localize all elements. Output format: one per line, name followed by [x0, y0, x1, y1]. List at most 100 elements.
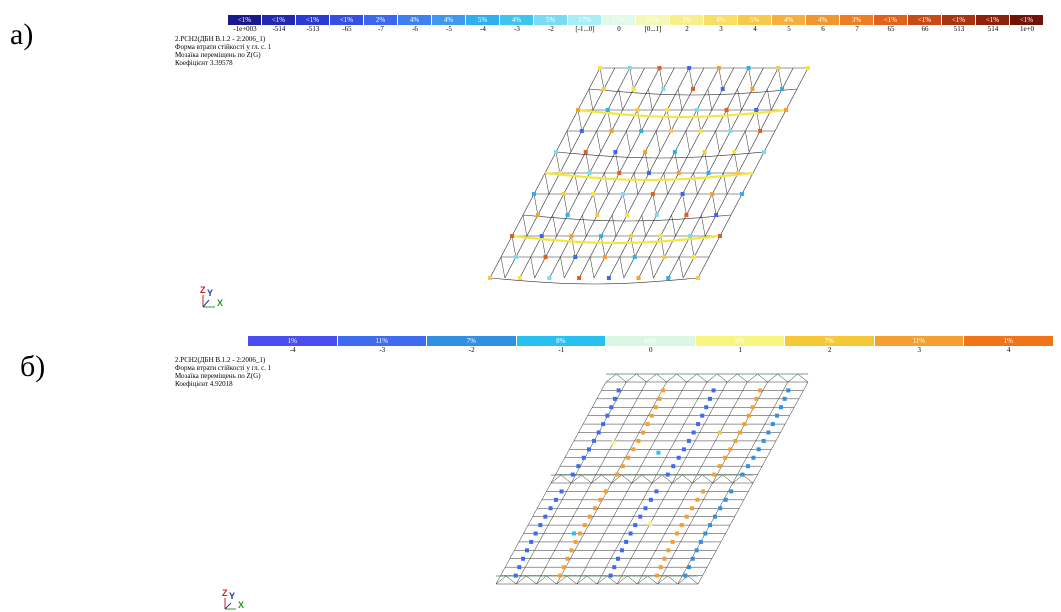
- mesh-truss: [787, 373, 809, 383]
- legend-entry: 11%3: [874, 336, 964, 355]
- legend-swatch: <1%: [330, 15, 364, 25]
- mesh-node: [695, 497, 700, 502]
- mesh-node: [686, 438, 691, 443]
- mesh-node: [690, 556, 695, 561]
- mesh-node: [591, 438, 596, 443]
- mesh-node: [666, 276, 671, 280]
- info-a-line-3: Мозаїка переміщень по Z(G): [175, 51, 261, 59]
- axis-z-label: Z: [222, 588, 228, 598]
- legend-entry: 3%7: [840, 15, 874, 34]
- mesh-line: [637, 109, 642, 132]
- mesh-node: [643, 506, 648, 511]
- mesh-node: [538, 523, 543, 528]
- mesh-node: [539, 234, 544, 238]
- legend-swatch: <1%: [262, 15, 296, 25]
- mesh-node: [632, 255, 637, 259]
- axis-arrows-icon: [202, 295, 215, 308]
- info-b-line-2: Форма втрати стійкості у гл. с. 1: [175, 364, 272, 372]
- mesh-node: [733, 438, 738, 443]
- mesh-node: [608, 573, 613, 578]
- legend-tick: 65: [887, 25, 895, 33]
- mesh-truss: [706, 373, 728, 383]
- mesh-node: [586, 447, 591, 452]
- mesh-line: [715, 130, 720, 153]
- legend-swatch: 4%: [500, 15, 534, 25]
- mesh-line: [522, 214, 528, 237]
- legend-tick: -2: [468, 346, 475, 354]
- info-b-line-3: Мозаїка переміщень по Z(G): [175, 372, 261, 380]
- mesh-node: [679, 523, 684, 528]
- mesh-line: [745, 130, 750, 153]
- legend-tick: 66: [921, 25, 929, 33]
- mesh-node: [598, 497, 603, 502]
- mesh-line: [593, 193, 598, 216]
- mesh-node: [700, 413, 705, 418]
- mesh-node: [513, 255, 518, 259]
- mesh-node: [572, 531, 576, 536]
- mesh-node: [780, 87, 785, 91]
- mesh-node: [717, 464, 722, 469]
- mesh-node: [691, 430, 696, 435]
- mesh-line: [778, 67, 783, 90]
- mesh-line: [500, 256, 506, 279]
- mesh-node: [543, 255, 548, 259]
- legend-entry: 4%6: [806, 15, 840, 34]
- mesh-line: [677, 88, 683, 111]
- mesh-node: [619, 548, 624, 553]
- mesh-line: [630, 235, 635, 258]
- legend-tick: 2: [685, 25, 689, 33]
- mesh-line: [712, 193, 717, 216]
- mesh-node: [631, 87, 636, 91]
- mesh-node: [786, 388, 791, 393]
- mesh-line: [588, 88, 594, 111]
- mesh-node: [698, 539, 703, 544]
- mesh-line: [671, 214, 676, 237]
- mesh-line: [633, 172, 639, 195]
- legend-tick: 4: [1007, 346, 1011, 354]
- mesh-line: [555, 151, 561, 174]
- mesh-node: [558, 573, 563, 578]
- mesh-node: [680, 192, 685, 196]
- legend-entry: 4%3: [704, 15, 738, 34]
- mesh-node: [557, 171, 562, 175]
- mesh-node: [615, 556, 620, 561]
- mesh-node: [524, 548, 529, 553]
- info-a-line-2: Форма втрати стійкості у гл. с. 1: [175, 43, 272, 51]
- axis-z-label: Z: [200, 285, 206, 295]
- legend-tick: [0...1]: [644, 25, 662, 33]
- legend-entry: 44%0: [606, 336, 696, 355]
- mesh-line: [552, 214, 557, 237]
- mesh-line: [563, 193, 568, 216]
- mesh-node: [754, 396, 759, 401]
- legend-entry: <1%-513: [296, 15, 330, 34]
- mesh-node: [547, 276, 552, 280]
- legend-entry: 2%-7: [364, 15, 398, 34]
- legend-swatch: 7%: [427, 336, 517, 346]
- legend-tick: -1: [558, 346, 565, 354]
- mesh-node: [703, 531, 708, 536]
- mesh-node: [578, 531, 583, 536]
- mesh-line: [622, 193, 628, 216]
- mesh-node: [603, 489, 608, 494]
- legend-swatch: 3%: [670, 15, 704, 25]
- legend-entry: <1%66: [908, 15, 942, 34]
- legend-entry: 17%0: [602, 15, 636, 34]
- mesh-node: [592, 506, 597, 511]
- info-a-line-4: Коефіцієнт 3.39578: [175, 59, 233, 67]
- mesh-truss: [626, 373, 647, 383]
- mesh-node: [543, 514, 548, 519]
- mesh-node: [625, 213, 629, 217]
- mesh-node: [657, 66, 662, 70]
- mesh-line: [707, 88, 712, 111]
- mesh-truss: [657, 575, 678, 585]
- legend-swatch: 5%: [738, 15, 772, 25]
- legend-tick: -1e+003: [233, 25, 257, 33]
- info-a: 2.РСН2(ДБН В.1.2 - 2:2006_1) Форма втрат…: [175, 35, 271, 67]
- legend-swatch: 8%: [516, 336, 606, 346]
- mesh-node: [683, 573, 688, 578]
- mesh-truss: [536, 575, 557, 585]
- mesh-node: [704, 405, 709, 410]
- mesh-line: [511, 235, 517, 258]
- mesh-node: [513, 573, 518, 578]
- mesh-node: [657, 396, 662, 401]
